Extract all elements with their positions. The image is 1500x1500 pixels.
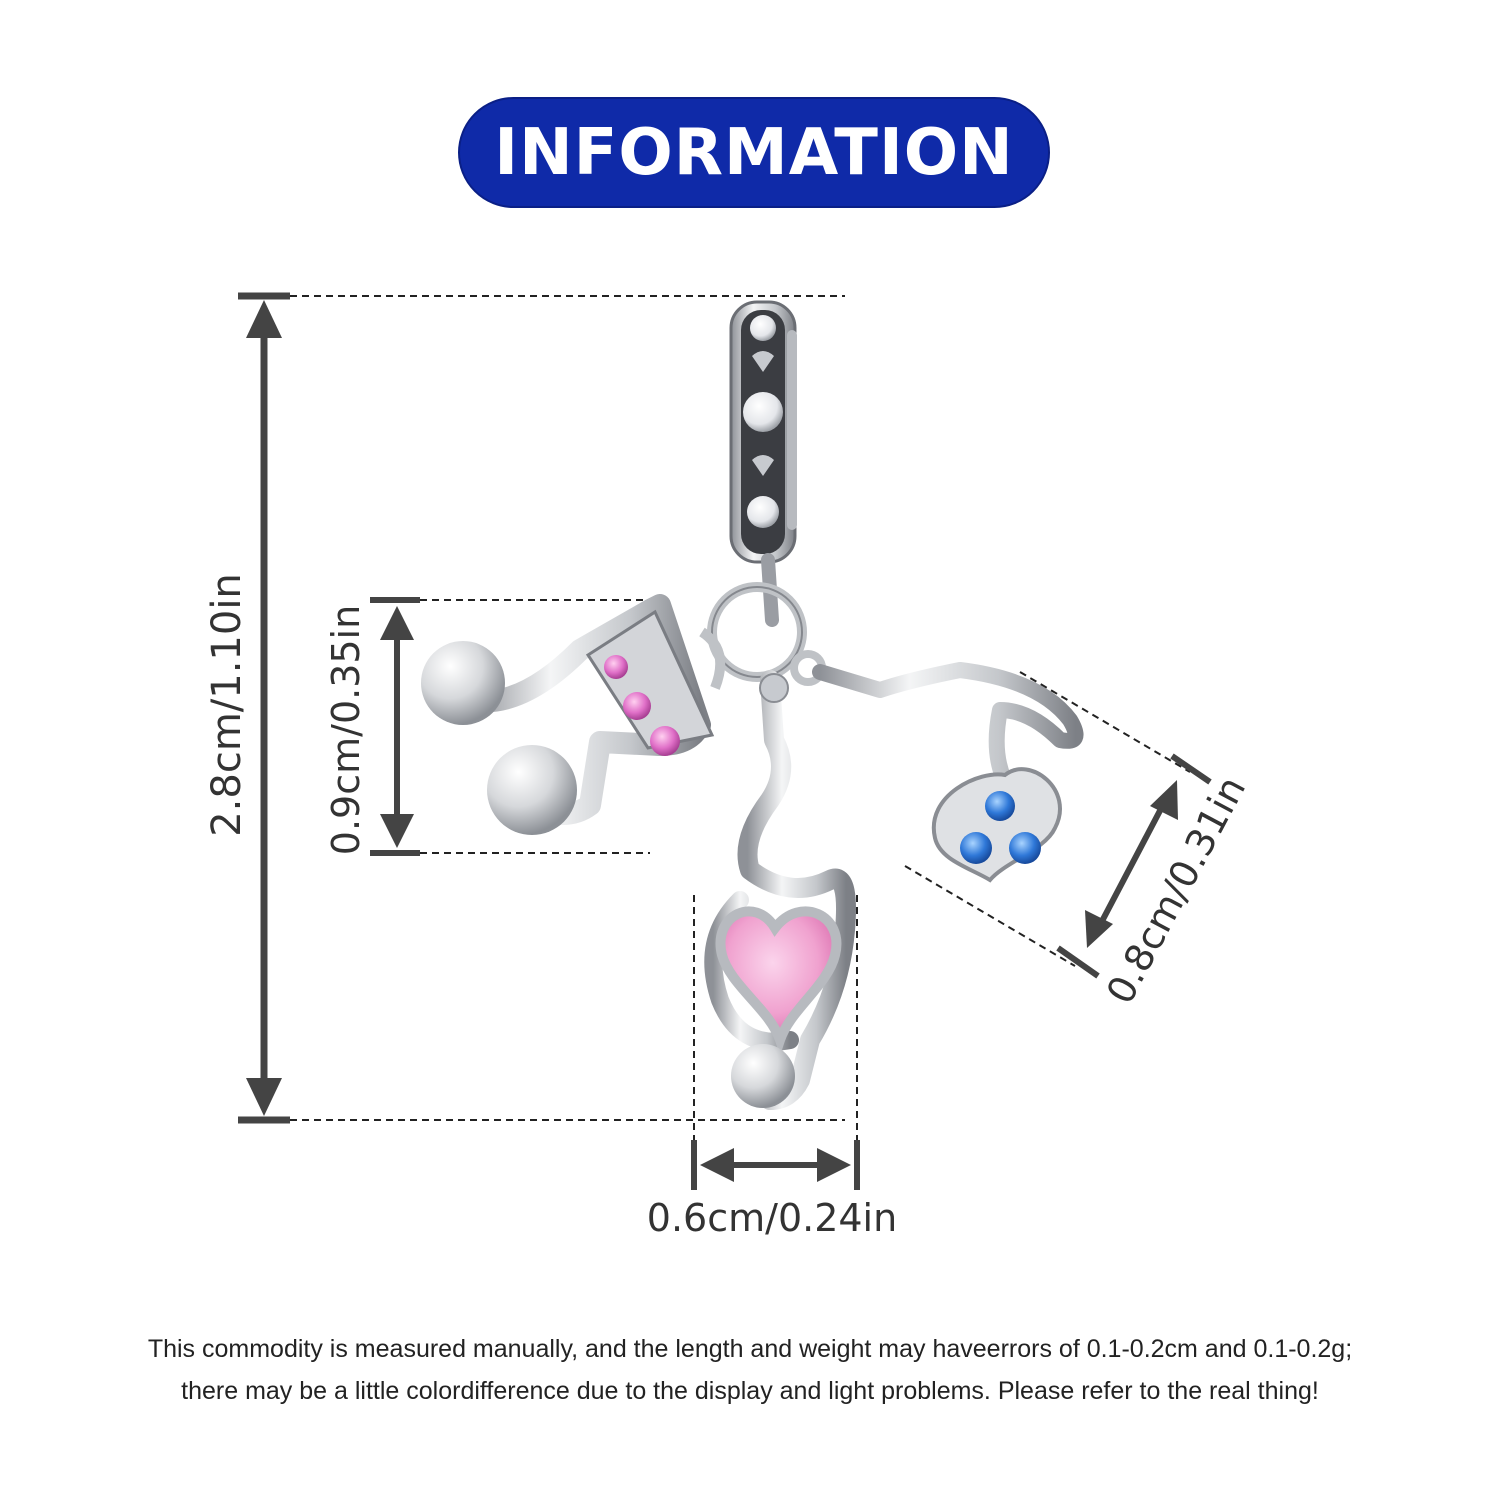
banner-title: INFORMATION — [494, 115, 1014, 190]
disclaimer-line-2: there may be a little colordifference du… — [181, 1377, 1319, 1405]
total-height-dimension — [238, 292, 845, 1124]
bail-bead — [707, 300, 807, 682]
note-width-dimension — [904, 671, 1212, 979]
information-banner: INFORMATION — [458, 97, 1050, 208]
total-height-label: 2.8cm/1.10in — [204, 573, 250, 837]
treble-clef-charm — [704, 670, 856, 1110]
clef-width-label: 0.6cm/0.24in — [646, 1196, 898, 1240]
double-note-charm — [421, 594, 726, 835]
disclaimer-line-1: This commodity is measured manually, and… — [147, 1335, 1353, 1363]
note-height-label: 0.9cm/0.35in — [324, 604, 368, 856]
clef-width-dimension — [691, 895, 860, 1190]
note-height-dimension — [370, 597, 650, 856]
single-note-charm — [790, 650, 1084, 883]
